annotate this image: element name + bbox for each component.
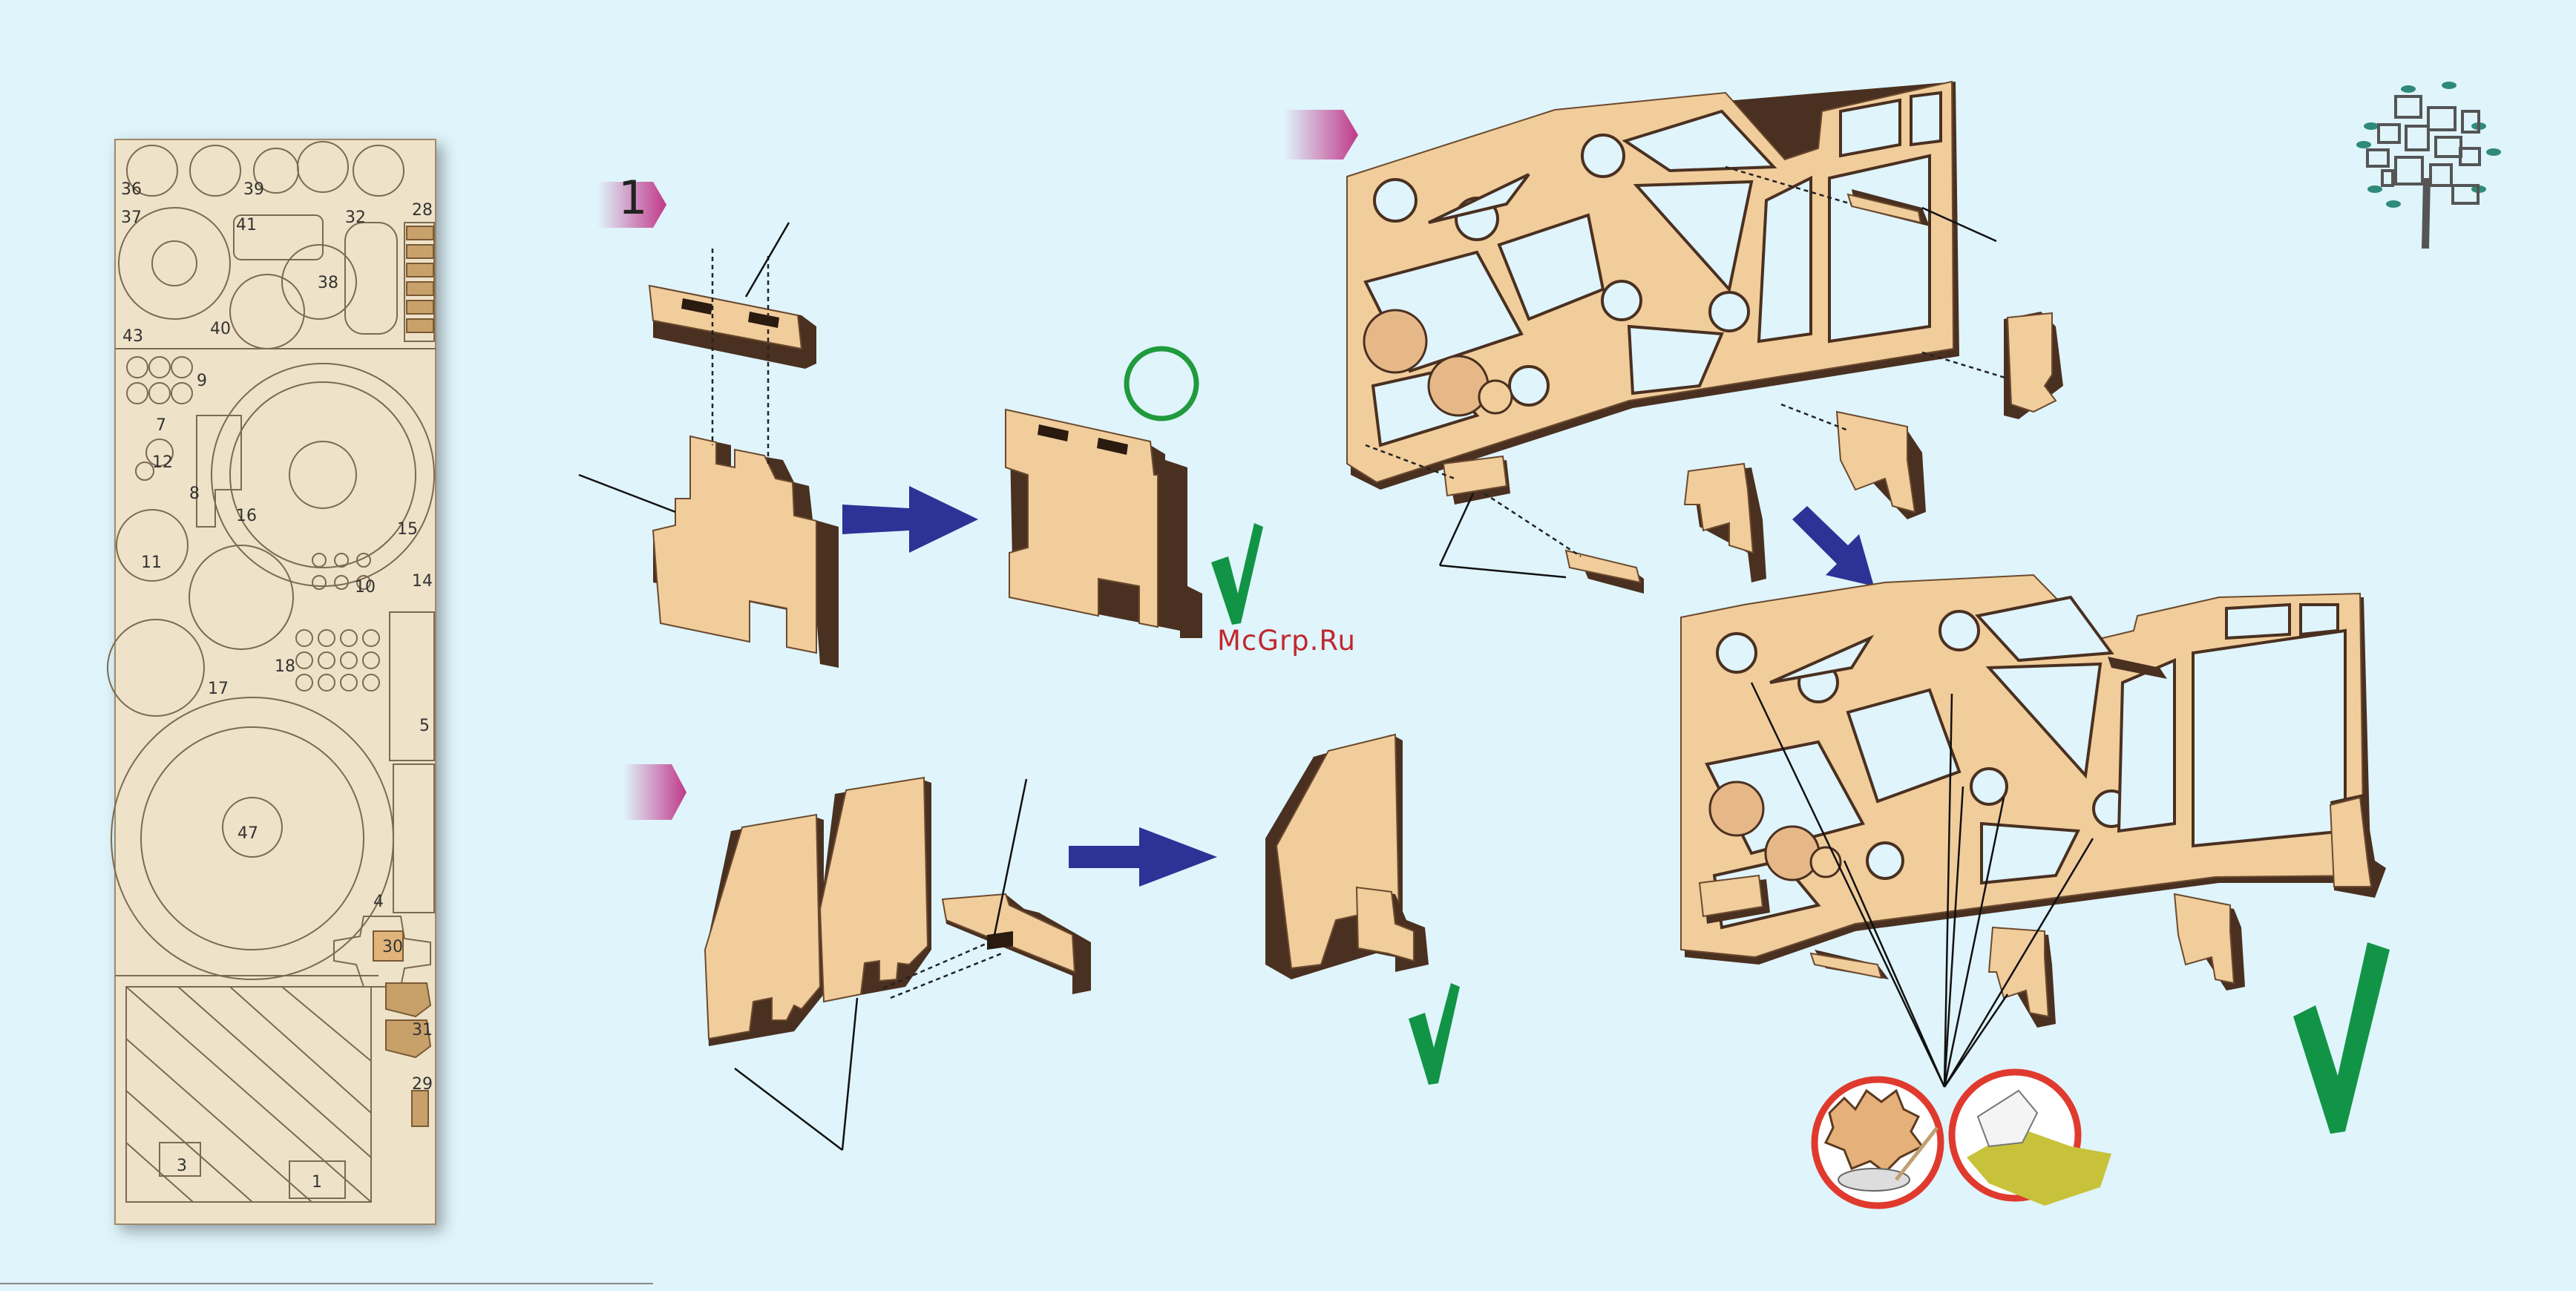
part-number: 38: [318, 274, 338, 292]
part-number: 14: [412, 572, 433, 591]
part-number: 28: [412, 201, 433, 220]
part-number: 12: [152, 453, 173, 472]
part-number: 15: [397, 520, 418, 539]
step-number: 1: [618, 175, 647, 221]
sandpaper-icon: [1952, 1072, 2111, 1206]
step-marker-icon: [1284, 110, 1358, 160]
part-number: 47: [237, 824, 258, 843]
checkmark-icon: [1409, 983, 1460, 1085]
part-number: 17: [208, 680, 229, 698]
part-number: 11: [141, 553, 162, 572]
part-number: 31: [412, 1021, 433, 1039]
side-plates-exploded: [705, 778, 1091, 1150]
side-plate-assembled: [1265, 735, 1429, 979]
step-marker-icon: [623, 764, 686, 820]
part-number: 30: [382, 938, 403, 956]
frame-assembled: [1681, 575, 2386, 1087]
watermark: McGrp.Ru: [1217, 625, 1356, 657]
bracket-assembled: [1006, 410, 1202, 638]
part-number: 29: [412, 1075, 433, 1094]
part-number: 3: [177, 1157, 187, 1175]
glue-icon: [1815, 1080, 1941, 1206]
part-number: 5: [419, 717, 430, 735]
part-number: 16: [236, 507, 257, 525]
part-number: 40: [210, 320, 231, 338]
family-tree-logo-icon: [2356, 82, 2501, 249]
part-number: 18: [275, 657, 295, 676]
part-number: 7: [156, 416, 166, 435]
part-number: 10: [355, 578, 376, 597]
bracket-assembly-exploded: [579, 223, 839, 668]
part-number: 1: [312, 1173, 322, 1192]
ok-circle-icon: [1127, 349, 1196, 418]
frame-exploded: [1347, 82, 2063, 594]
checkmark-icon: [1211, 523, 1263, 625]
part-number: 43: [122, 327, 143, 346]
part-number: 39: [243, 180, 264, 199]
part-number: 9: [197, 372, 207, 390]
part-number: 4: [373, 893, 384, 911]
assembly-arrow-icon: [1069, 827, 1217, 887]
assembly-arrow-icon: [1792, 506, 1874, 586]
part-number: 32: [345, 208, 366, 227]
part-number: 8: [189, 484, 200, 503]
assembly-arrow-icon: [842, 486, 978, 553]
checkmark-icon: [2293, 942, 2390, 1134]
parts-sheet: 36 37 39 41 32 28 38 40 43 9 7 12 8 16 1…: [108, 139, 436, 1224]
part-number: 41: [236, 216, 257, 234]
part-number: 37: [121, 208, 142, 227]
part-number: 36: [121, 180, 142, 199]
